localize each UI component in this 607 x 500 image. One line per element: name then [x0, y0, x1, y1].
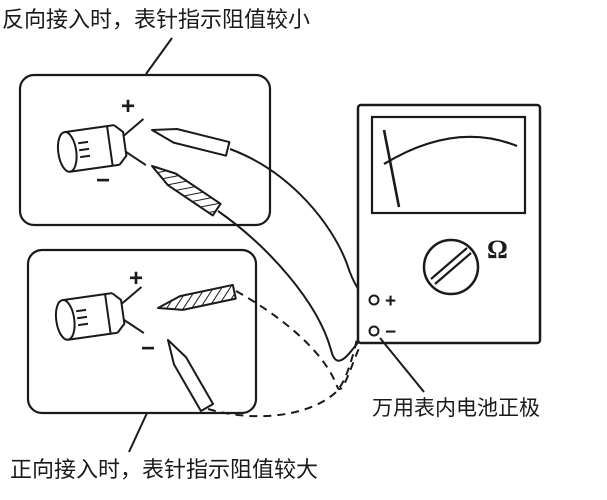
meter-battery-note: 万用表内电池正极	[372, 397, 540, 420]
reverse-caption-leader-line	[145, 37, 173, 75]
negative-terminal	[368, 325, 380, 337]
knob-slot-line	[434, 252, 472, 285]
capacitor-negative-lead	[125, 150, 147, 166]
polarity-minus-label-top: −	[96, 167, 110, 194]
polarity-plus-label-top: +	[121, 93, 135, 120]
battery-note-leader-line	[379, 337, 425, 393]
meter-scale-arc	[383, 135, 518, 165]
capacitor-negative-lead	[123, 318, 145, 334]
wire-solid-to-negative	[217, 210, 369, 362]
negative-terminal-label: −	[385, 322, 396, 343]
polarity-plus-label-bottom: +	[129, 265, 143, 292]
meter-needle	[382, 129, 401, 208]
reverse-connection-caption: 反向接入时，表针指示阻值较小	[2, 7, 310, 32]
multimeter-body: Ω + −	[356, 103, 542, 345]
capacitor-cap-icon	[56, 131, 78, 173]
positive-terminal	[368, 294, 380, 306]
ohm-range-label: Ω	[487, 235, 508, 264]
meter-display	[370, 115, 527, 215]
forward-caption-leader-line	[128, 412, 148, 453]
wire-dashed-to-negative	[235, 290, 369, 390]
forward-connection-caption: 正向接入时，表针指示阻值较大	[10, 457, 318, 482]
knob-slot-line	[430, 247, 468, 280]
capacitor-component-top	[56, 118, 147, 173]
capacitor-positive-lead	[122, 118, 145, 137]
reverse-connection-box	[18, 73, 272, 227]
polarity-minus-label-bottom: −	[141, 335, 155, 362]
test-probe-hatched-bottom	[157, 283, 237, 311]
test-probe-plain-bottom	[167, 339, 215, 413]
capacitor-component-bottom	[54, 286, 145, 341]
rotary-knob	[422, 238, 480, 296]
capacitor-positive-lead	[120, 286, 143, 305]
wire-dashed-to-positive	[207, 303, 368, 418]
positive-terminal-label: +	[385, 291, 396, 312]
test-probe-plain-top	[151, 128, 231, 157]
test-probe-hatched-top	[151, 165, 222, 217]
